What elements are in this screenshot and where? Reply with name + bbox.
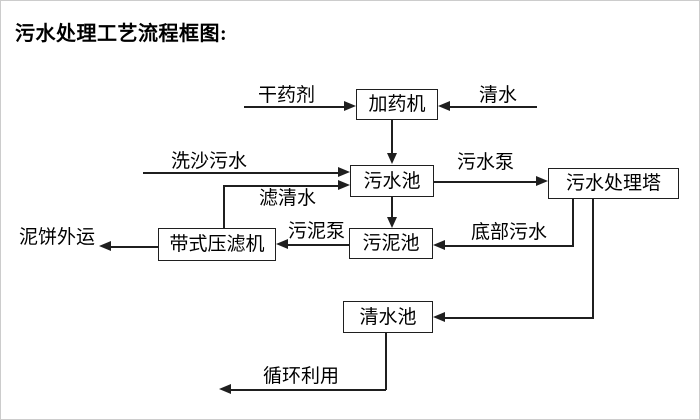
- edge-label-sewage-pump: 污水泵: [457, 152, 515, 173]
- arrowhead-sewage-to-sludge: [387, 217, 397, 228]
- node-treatment-tower: 污水处理塔: [548, 168, 679, 199]
- edge-label-sludge-pump: 污泥泵: [288, 221, 346, 242]
- node-sewage-pool-label: 污水池: [363, 170, 421, 192]
- edge-label-mud-cake-out: 泥饼外运: [19, 227, 96, 248]
- arrowhead-sand-washing-sewage: [338, 167, 350, 177]
- flow-line-filtered-water-vertical: [223, 185, 225, 228]
- edge-label-dry-agent: 干药剂: [258, 85, 316, 106]
- flow-line-tower-to-clean-pool: [444, 317, 594, 319]
- node-clean-water-pool-label: 清水池: [359, 306, 417, 328]
- arrowhead-bottom-sewage: [433, 240, 445, 250]
- arrowhead-tower-to-clean-pool: [433, 312, 445, 322]
- arrowhead-sludge-pump: [276, 239, 288, 249]
- page-title: 污水处理工艺流程框图:: [15, 23, 228, 45]
- node-clean-water-pool: 清水池: [343, 301, 433, 333]
- arrowhead-sewage-pump: [536, 176, 548, 186]
- arrowhead-clean-water: [438, 101, 450, 111]
- edge-label-recycle: 循环利用: [263, 366, 340, 387]
- node-sludge-pool: 污泥池: [349, 228, 433, 259]
- flow-line-dry-agent: [244, 106, 345, 108]
- flow-line-dosing-to-sewage-pool: [391, 120, 393, 154]
- flow-line-sewage-pump: [434, 181, 537, 183]
- flow-line-recycle: [230, 389, 386, 391]
- node-sludge-pool-label: 污泥池: [362, 233, 420, 254]
- flow-line-sewage-to-sludge: [391, 197, 393, 218]
- flow-line-mud-cake-out: [110, 246, 158, 248]
- edge-label-clean-water: 清水: [479, 85, 518, 106]
- flow-line-tower-to-clean-pool-vertical: [592, 198, 594, 319]
- arrowhead-filtered-water: [338, 180, 350, 190]
- edge-label-filtered-water: 滤清水: [259, 188, 317, 209]
- flow-line-recycle-vertical: [385, 333, 387, 390]
- node-belt-filter-press: 带式压滤机: [158, 228, 276, 261]
- flow-line-sludge-pump: [287, 244, 349, 246]
- arrowhead-mud-cake-out: [99, 241, 111, 251]
- node-treatment-tower-label: 污水处理塔: [565, 173, 661, 194]
- flow-line-clean-water: [449, 106, 537, 108]
- node-belt-filter-press-label: 带式压滤机: [169, 234, 265, 255]
- flow-line-bottom-sewage-vertical: [572, 198, 574, 247]
- arrowhead-dosing-to-sewage-pool: [387, 153, 397, 164]
- flow-line-sand-washing-sewage: [143, 172, 339, 174]
- arrowhead-recycle: [219, 384, 231, 394]
- flow-line-filtered-water: [223, 185, 339, 187]
- node-sewage-pool: 污水池: [350, 165, 434, 197]
- arrowhead-dry-agent: [344, 101, 356, 111]
- flow-line-bottom-sewage: [444, 245, 574, 247]
- edge-label-bottom-sewage: 底部污水: [471, 222, 548, 243]
- node-dosing-machine: 加药机: [356, 89, 438, 120]
- edge-label-sand-washing-sewage: 洗沙污水: [171, 151, 248, 172]
- node-dosing-machine-label: 加药机: [368, 94, 426, 115]
